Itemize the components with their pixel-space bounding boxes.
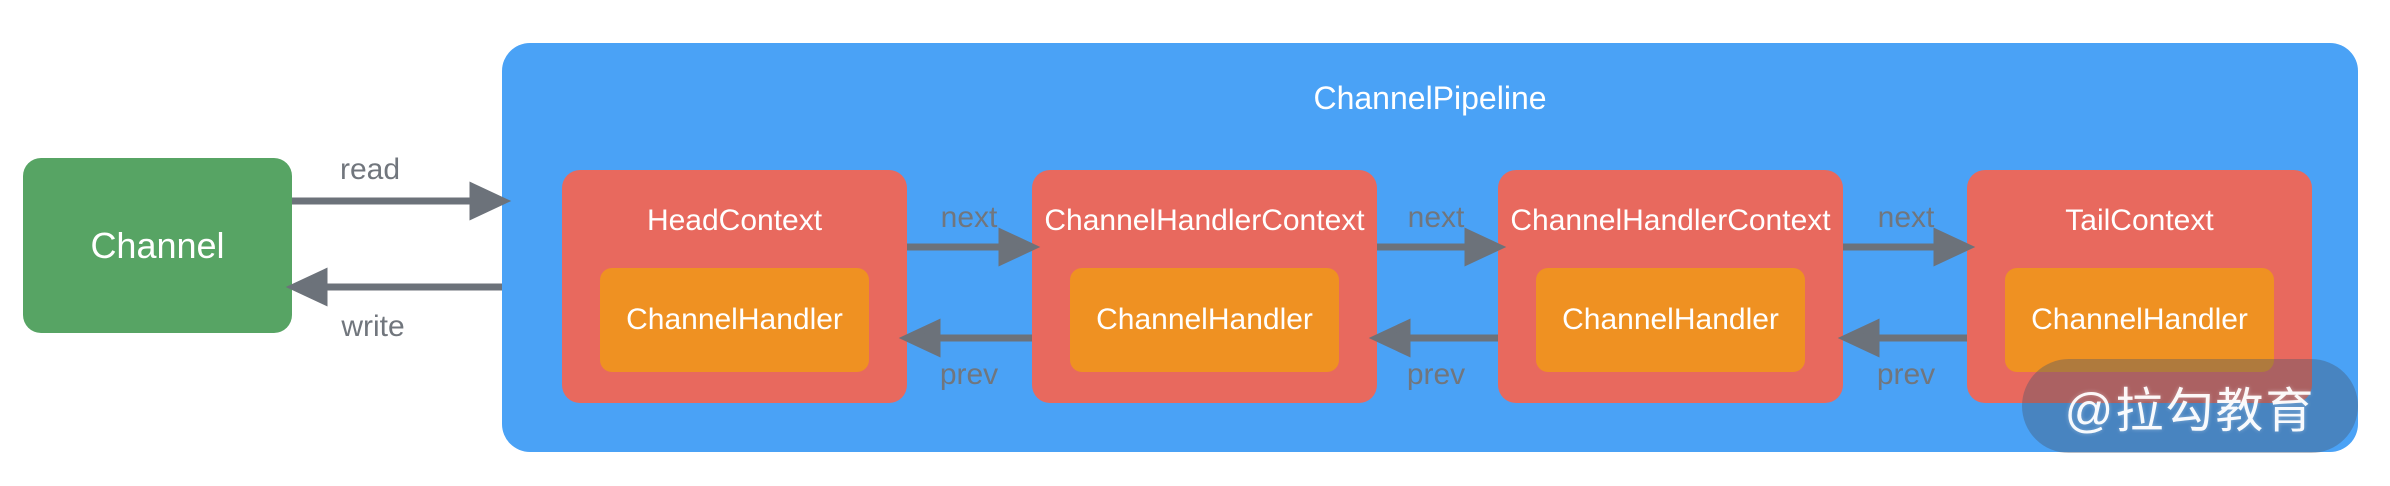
read-arrow-head <box>469 181 512 221</box>
head-context-title: HeadContext <box>646 204 823 237</box>
prev-arrow-label: prev <box>1876 358 1936 391</box>
channel-handler-label: ChannelHandler <box>1096 303 1313 336</box>
channel-handler-node: ChannelHandler <box>1070 268 1339 372</box>
channel-handler-context-node: ChannelHandlerContext ChannelHandler <box>1032 170 1377 403</box>
write-arrow-head <box>285 267 328 307</box>
prev-arrow-head <box>898 318 941 358</box>
channel-handler-node: ChannelHandler <box>2005 268 2274 372</box>
channel-handler-label: ChannelHandler <box>1562 303 1779 336</box>
head-context-node: HeadContext ChannelHandler <box>562 170 907 403</box>
next-arrow-label: next <box>1877 201 1935 234</box>
prev-arrow-head <box>1368 318 1411 358</box>
watermark-badge: @拉勾教育 <box>2022 359 2358 453</box>
tail-context-node: TailContext ChannelHandler <box>1967 170 2312 403</box>
channel-handler-node: ChannelHandler <box>600 268 869 372</box>
channel-pipeline-title: ChannelPipeline <box>1313 80 1547 116</box>
channel-handler-label: ChannelHandler <box>2031 303 2248 336</box>
channel-handler-label: ChannelHandler <box>626 303 843 336</box>
next-arrow-head <box>1464 227 1507 267</box>
tail-context-title: TailContext <box>2065 204 2214 237</box>
channel-node: Channel <box>23 158 292 333</box>
prev-arrow-label: prev <box>1406 358 1466 391</box>
read-arrow-label: read <box>339 153 401 186</box>
prev-arrow-head <box>1837 318 1880 358</box>
channel-handler-context-title: ChannelHandlerContext <box>1510 204 1831 237</box>
next-arrow-head <box>1933 227 1976 267</box>
prev-arrow-label: prev <box>939 358 999 391</box>
watermark-text: @拉勾教育 <box>2064 385 2316 438</box>
next-arrow-label: next <box>1407 201 1465 234</box>
channel-node-label: Channel <box>90 224 225 266</box>
write-arrow-label: write <box>341 310 405 343</box>
next-arrow-head <box>998 227 1041 267</box>
channel-handler-context-title: ChannelHandlerContext <box>1044 204 1365 237</box>
channel-handler-context-node: ChannelHandlerContext ChannelHandler <box>1498 170 1843 403</box>
next-arrow-label: next <box>940 201 998 234</box>
channel-handler-node: ChannelHandler <box>1536 268 1805 372</box>
